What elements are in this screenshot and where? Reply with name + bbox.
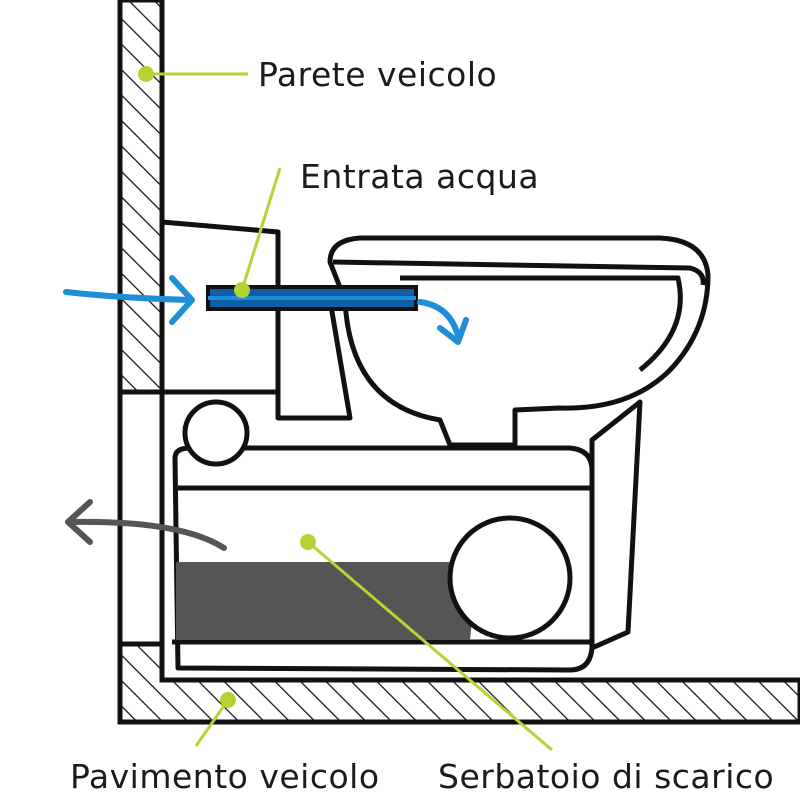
- callout-dot-inlet: [234, 282, 250, 298]
- waste-water: [176, 562, 478, 640]
- waste-outlet-arrow: [65, 499, 227, 551]
- rinse-pump-motor: [182, 399, 250, 467]
- bowl-inner: [400, 275, 683, 372]
- macerator-motor: [447, 515, 573, 641]
- label-water-inlet: Entrata acqua: [300, 157, 540, 196]
- label-waste-tank: Serbatoio di scarico: [438, 757, 775, 796]
- callout-line-floor: [194, 699, 230, 747]
- callout-line-inlet: [240, 167, 282, 291]
- vehicle-wall: [117, 0, 165, 647]
- water-in-arrow: [63, 275, 195, 325]
- toilet-bowl: [327, 235, 711, 448]
- callout-dot-tank: [300, 534, 316, 550]
- label-vehicle-wall: Parete veicolo: [258, 55, 498, 94]
- toilet-fin: [589, 399, 643, 651]
- callout-dot-floor: [220, 692, 236, 708]
- callout-dot-wall: [138, 66, 154, 82]
- label-vehicle-floor: Pavimento veicolo: [70, 757, 380, 796]
- water-flush-arrow: [417, 299, 469, 345]
- toilet-seat: [332, 259, 706, 286]
- vehicle-floor: [117, 641, 800, 725]
- water-inlet-pipe: [206, 285, 418, 311]
- callout-line-tank: [307, 540, 553, 752]
- callouts: [138, 66, 553, 752]
